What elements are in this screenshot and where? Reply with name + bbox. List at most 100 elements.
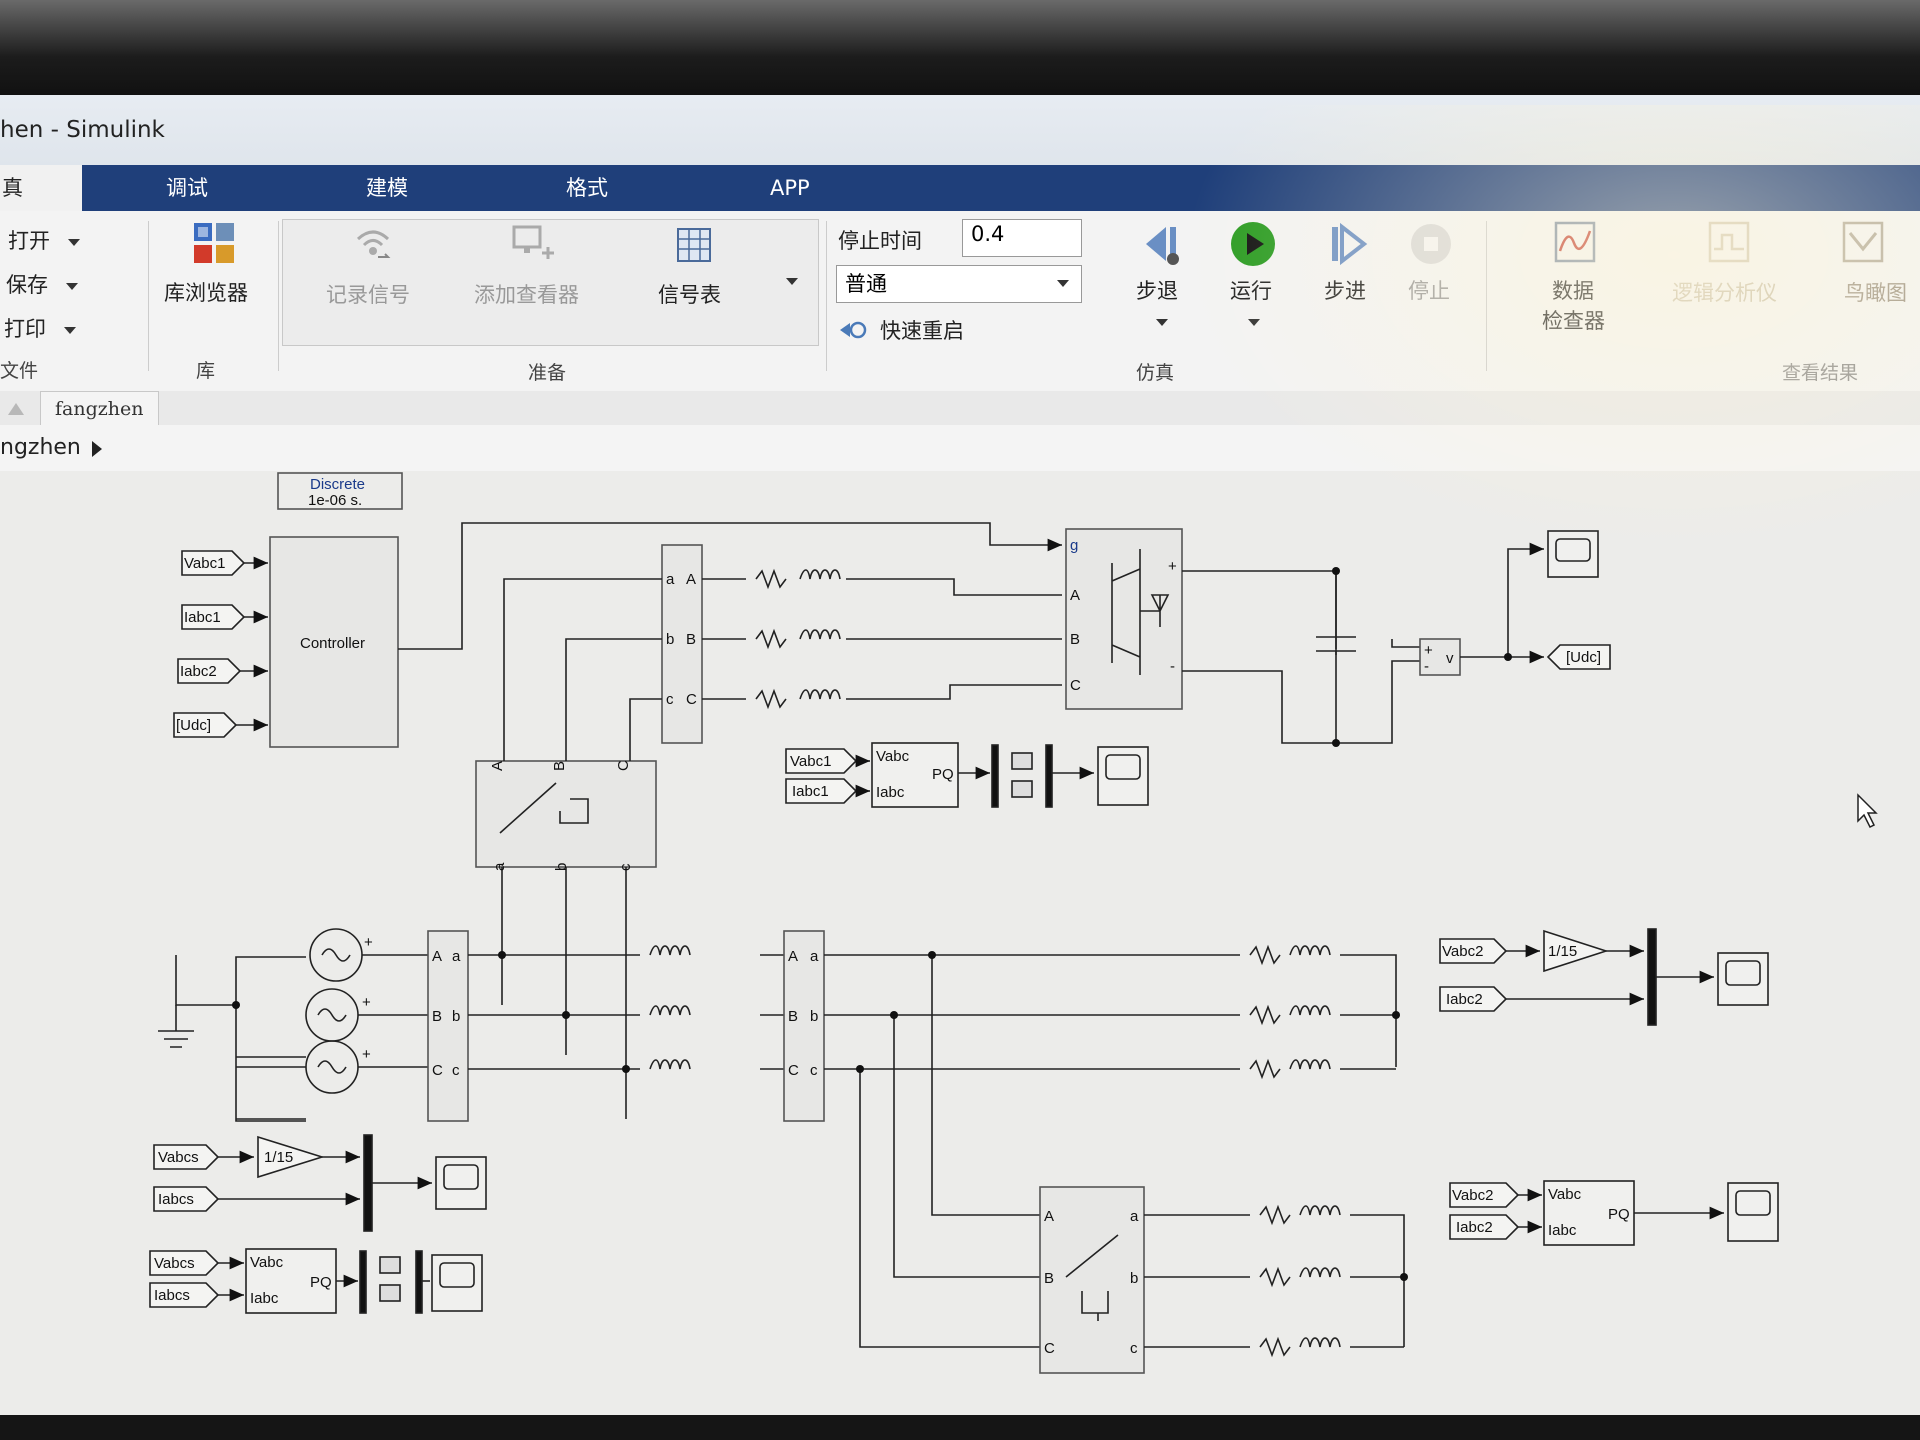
- port-label: c: [810, 1062, 818, 1079]
- chevron-down-icon: [1248, 319, 1260, 326]
- tag-udc-out: [Udc]: [1566, 649, 1601, 666]
- simulation-mode-select[interactable]: 普通: [836, 265, 1082, 303]
- path-model[interactable]: ngzhen: [0, 435, 81, 460]
- signal-table-label: 信号表: [658, 283, 721, 307]
- port-label: B: [1044, 1270, 1054, 1287]
- mouse-cursor-icon: [1857, 793, 1878, 829]
- viewer-icon: [512, 225, 554, 259]
- chevron-down-icon: [786, 278, 798, 285]
- stop-time-input[interactable]: 0.4: [962, 219, 1082, 257]
- pq2-out: PQ: [310, 1274, 332, 1291]
- library-browser-button[interactable]: 库浏览器: [160, 221, 270, 311]
- port-label: b: [452, 1008, 460, 1025]
- wifi-signal-icon: [356, 230, 391, 258]
- birdseye-button[interactable]: 鸟瞰图: [1830, 219, 1920, 319]
- separator: [278, 221, 279, 371]
- step-forward-icon: [1332, 222, 1368, 266]
- tab-apps[interactable]: APP: [770, 176, 810, 200]
- source-plus: +: [364, 934, 373, 951]
- print-button[interactable]: 打印: [4, 313, 76, 343]
- chevron-down-icon: [1156, 319, 1168, 326]
- port-label: a: [491, 862, 508, 871]
- step-forward-button[interactable]: 步进: [1318, 219, 1384, 303]
- tag-udc: [Udc]: [176, 717, 211, 734]
- pq1-v: Vabc: [876, 748, 910, 765]
- chevron-down-icon: [64, 326, 76, 334]
- step-back-label: 步退: [1136, 279, 1178, 303]
- pq3-i: Iabc: [1548, 1222, 1577, 1239]
- birdseye-icon: [1842, 221, 1884, 263]
- title-bar: hen - Simulink: [0, 95, 1920, 165]
- tab-debug[interactable]: 调试: [166, 176, 208, 200]
- add-viewer-button[interactable]: 添加查看器: [470, 223, 600, 323]
- port-label: A: [1044, 1208, 1054, 1225]
- fast-restart-icon: [840, 321, 867, 339]
- model-tab-strip: fangzhen: [0, 391, 1920, 426]
- group-label-file: 文件: [0, 360, 39, 382]
- signal-table-button[interactable]: 信号表: [650, 223, 740, 323]
- prepare-gallery-expand[interactable]: [786, 271, 808, 291]
- chevron-down-icon: [68, 238, 80, 246]
- bridge-port-B: B: [1070, 631, 1080, 648]
- log-signals-label: 记录信号: [326, 283, 410, 307]
- tab-modeling[interactable]: 建模: [366, 176, 408, 200]
- port-label: b: [1130, 1270, 1138, 1287]
- stop-button[interactable]: 停止: [1400, 219, 1466, 303]
- tab-simulation[interactable]: 真: [0, 165, 82, 211]
- port-label: A: [686, 571, 696, 588]
- step-forward-label: 步进: [1324, 279, 1366, 303]
- vm-v: v: [1446, 650, 1454, 667]
- gain2-label: 1/15: [1548, 943, 1577, 960]
- monitor-bezel-bottom: [0, 1415, 1920, 1440]
- port-label: c: [617, 863, 634, 871]
- log-signals-button[interactable]: 记录信号: [320, 223, 430, 323]
- bridge-port-g: g: [1070, 537, 1078, 554]
- model-canvas[interactable]: Discrete 1e-06 s. Controller Vabc1 Iabc1…: [0, 471, 1920, 1415]
- source-plus: +: [362, 1046, 371, 1063]
- data-inspector-button[interactable]: 数据 检查器: [1520, 219, 1630, 349]
- stop-time-label: 停止时间: [838, 229, 922, 253]
- bridge-port-C: C: [1070, 677, 1081, 694]
- path-bar: ngzhen: [0, 425, 1920, 472]
- tag-vabc1: Vabc1: [184, 555, 225, 572]
- run-button[interactable]: 运行: [1222, 219, 1288, 339]
- powergui-line2: 1e-06 s.: [308, 492, 362, 509]
- separator: [148, 221, 149, 371]
- print-label: 打印: [4, 317, 46, 341]
- ribbon-tab-bar: 真 调试 建模 格式 APP: [0, 165, 1920, 211]
- port-label: B: [788, 1008, 798, 1025]
- step-back-button[interactable]: 步退: [1130, 219, 1196, 339]
- simulink-window: hen - Simulink 真 调试 建模 格式 APP 打开 保存 打印 文…: [0, 95, 1920, 1415]
- controller-label: Controller: [300, 635, 365, 652]
- vm-minus: -: [1424, 658, 1429, 675]
- tag-iabcs-b: Iabcs: [154, 1287, 190, 1304]
- tag-vabc2: Vabc2: [1442, 943, 1483, 960]
- port-label: A: [432, 948, 442, 965]
- save-button[interactable]: 保存: [6, 269, 78, 299]
- port-label: B: [686, 631, 696, 648]
- tab-format[interactable]: 格式: [566, 176, 608, 200]
- logic-analyzer-button[interactable]: 逻辑分析仪: [1660, 219, 1800, 319]
- group-label-results: 查看结果: [1782, 362, 1859, 384]
- model-tab[interactable]: fangzhen: [40, 391, 159, 426]
- data-inspector-label-2: 检查器: [1542, 309, 1605, 333]
- open-button[interactable]: 打开: [8, 225, 80, 255]
- tag-iabc2-b: Iabc2: [1446, 991, 1483, 1008]
- table-icon: [677, 228, 711, 262]
- port-label: c: [452, 1062, 460, 1079]
- tag-iabc2: Iabc2: [180, 663, 217, 680]
- pq2-i: Iabc: [250, 1290, 279, 1307]
- port-label: C: [788, 1062, 799, 1079]
- fast-restart-label: 快速重启: [880, 319, 964, 343]
- tag-vabc2-b: Vabc2: [1452, 1187, 1493, 1204]
- birdseye-label: 鸟瞰图: [1844, 281, 1907, 305]
- bridge-port-A: A: [1070, 587, 1080, 604]
- step-back-icon: [1146, 227, 1179, 265]
- port-label: a: [1130, 1208, 1139, 1225]
- pq1-out: PQ: [932, 766, 954, 783]
- port-label: B: [551, 761, 568, 771]
- tag-iabc1: Iabc1: [184, 609, 221, 626]
- port-label: a: [666, 571, 675, 588]
- fast-restart-toggle[interactable]: 快速重启: [838, 315, 1038, 345]
- source-plus: +: [362, 994, 371, 1011]
